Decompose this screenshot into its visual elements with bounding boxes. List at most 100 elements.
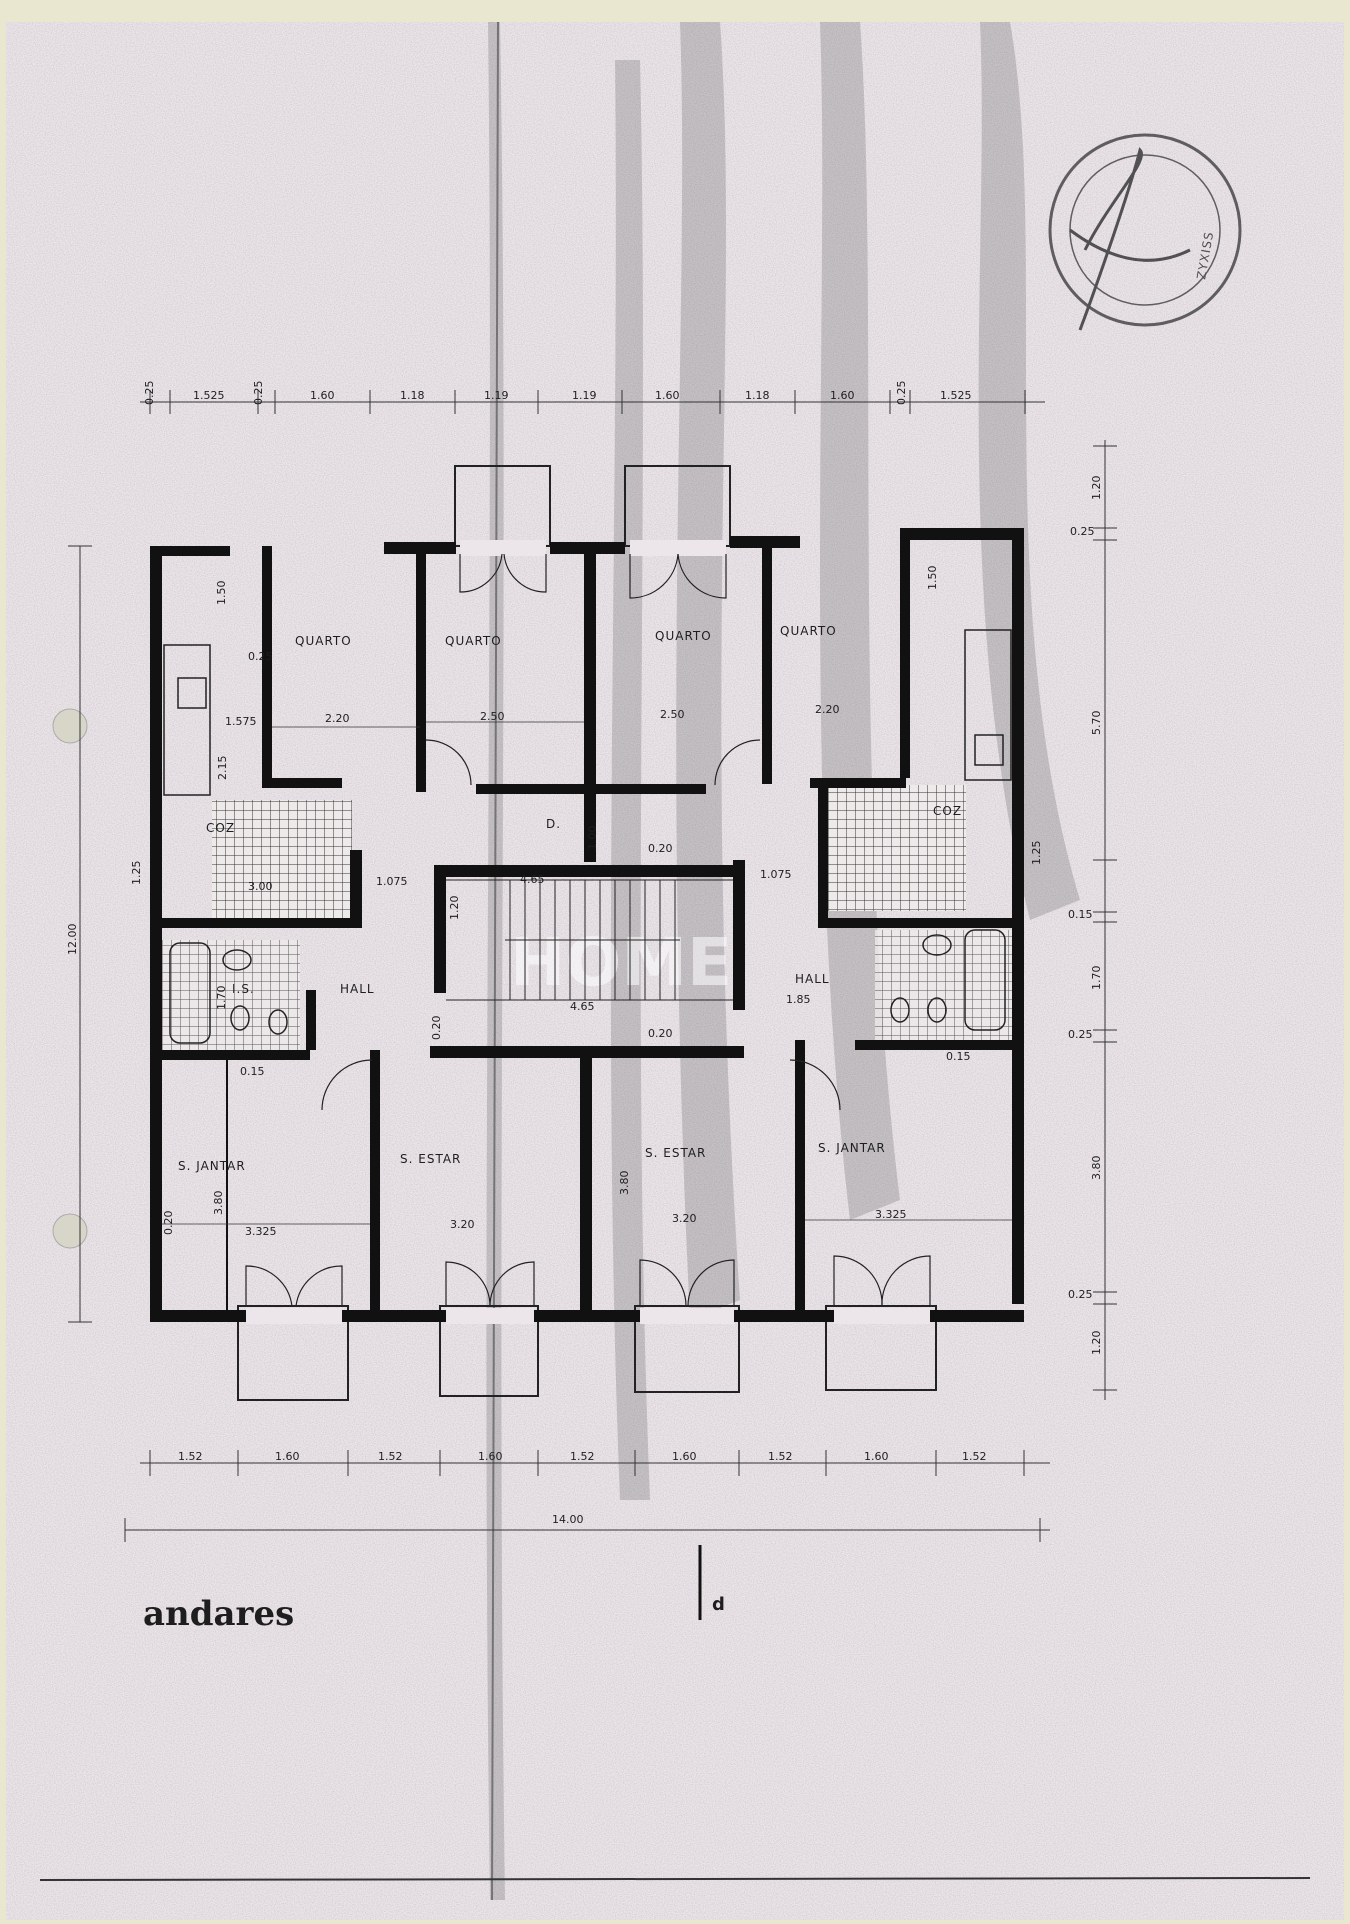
room-label-estar-1: S. ESTAR <box>400 1152 461 1166</box>
binder-hole-top <box>52 708 88 744</box>
dimension-label: 1.70 <box>1090 966 1103 991</box>
dimension-label: 1.85 <box>786 993 811 1006</box>
dimension-label: 0.20 <box>430 1016 443 1041</box>
drawing-caption: andares <box>143 1594 294 1634</box>
dimension-label: 2.50 <box>480 710 505 723</box>
fold-line <box>491 21 499 1901</box>
room-label-quarto-3: QUARTO <box>655 629 712 643</box>
dimension-label: 2.20 <box>815 703 840 716</box>
top-dimension-chain: 0.25 1.525 0.25 1.60 1.18 1.19 1.19 1.60… <box>140 381 1045 414</box>
room-label-hall-1: HALL <box>340 982 375 996</box>
dimension-label: 1.52 <box>570 1450 595 1463</box>
section-marker: d <box>698 1545 725 1620</box>
room-labels: QUARTO QUARTO QUARTO QUARTO COZ COZ HALL… <box>178 624 962 1173</box>
dimension-label: 1.075 <box>376 875 408 888</box>
room-label-estar-2: S. ESTAR <box>645 1146 706 1160</box>
top-dim-6: 1.19 <box>484 389 509 402</box>
dimension-label: 0.25 <box>1070 525 1095 538</box>
dimension-label: 0.15 <box>946 1050 971 1063</box>
tiled-floors <box>160 785 1015 1050</box>
bathroom-fixtures <box>169 929 1006 1044</box>
kitchen-counters <box>163 629 1012 796</box>
room-label-cozinha-1: COZ <box>206 821 235 835</box>
top-dim-4: 1.60 <box>310 389 335 402</box>
door-openings <box>246 540 930 1324</box>
room-label-jantar-2: S. JANTAR <box>818 1141 886 1155</box>
dimension-label: 3.20 <box>450 1218 475 1231</box>
dimension-label: 2.20 <box>325 712 350 725</box>
dimension-label: 1.60 <box>478 1450 503 1463</box>
inner-dimensions: 2.20 2.50 2.50 2.20 1.50 1.575 2.15 3.00… <box>162 566 1012 1238</box>
overall-width-dim: 14.00 <box>552 1513 584 1526</box>
dimension-label: 3.80 <box>1090 1156 1103 1181</box>
dimension-label: 1.575 <box>225 715 257 728</box>
top-dim-12: 1.525 <box>940 389 972 402</box>
room-label-despensa: D. <box>546 817 561 831</box>
dimension-label: 1.20 <box>448 896 461 921</box>
dimension-label: 3.80 <box>618 1171 631 1196</box>
dimension-label: 0.25 <box>1068 1288 1093 1301</box>
staircase <box>446 879 733 1001</box>
top-dim-9: 1.18 <box>745 389 770 402</box>
top-dim-8: 1.60 <box>655 389 680 402</box>
top-dim-1: 0.25 <box>143 381 156 406</box>
dimension-label: 0.20 <box>648 1027 673 1040</box>
dimension-label: 3.325 <box>245 1225 277 1238</box>
right-dimension-chain: 1.20 0.25 5.70 1.25 0.15 1.70 0.25 3.80 … <box>1030 440 1117 1400</box>
room-label-quarto-2: QUARTO <box>445 634 502 648</box>
dimension-label: 4.65 <box>570 1000 595 1013</box>
dimension-label: 0.25 <box>1068 1028 1093 1041</box>
binder-hole-bottom <box>52 1213 88 1249</box>
dimension-label: 1.20 <box>1090 1331 1103 1356</box>
stamp-seal: ZYXISS <box>1048 133 1242 331</box>
dimension-label: 4.65 <box>520 873 545 886</box>
dimension-label: 1.52 <box>962 1450 987 1463</box>
dimension-label: 1.075 <box>760 868 792 881</box>
bottom-balconies <box>237 1305 937 1401</box>
dimension-label: 1.50 <box>215 581 228 606</box>
dimension-label: 0.15 <box>240 1065 265 1078</box>
dimension-label: 3.325 <box>875 1208 907 1221</box>
dimension-label: 5.70 <box>1090 711 1103 736</box>
dimension-label: 3.00 <box>248 880 273 893</box>
room-label-quarto-1: QUARTO <box>295 634 352 648</box>
dimension-label: 1.00 <box>586 826 599 851</box>
top-dim-2: 1.525 <box>193 389 225 402</box>
dimension-label: 1.52 <box>378 1450 403 1463</box>
top-dim-3: 0.25 <box>252 381 265 406</box>
dimension-label: 3.80 <box>212 1191 225 1216</box>
top-dim-5: 1.18 <box>400 389 425 402</box>
room-label-wc: I.S. <box>232 982 255 996</box>
dimension-label: 0.15 <box>1068 908 1093 921</box>
dimension-label: 0.20 <box>162 1211 175 1236</box>
room-label-quarto-4: QUARTO <box>780 624 837 638</box>
top-dim-11: 0.25 <box>895 381 908 406</box>
bottom-border <box>39 1877 1311 1881</box>
walls <box>150 528 1024 1322</box>
dimension-label: 0.25 <box>248 650 273 663</box>
dimension-label: 1.70 <box>215 986 228 1011</box>
room-label-hall-2: HALL <box>795 972 830 986</box>
dimension-label: 3.20 <box>672 1212 697 1225</box>
room-label-cozinha-2: COZ <box>933 804 962 818</box>
dimension-label: 1.52 <box>768 1450 793 1463</box>
dimension-label: 1.50 <box>926 566 939 591</box>
dimension-label: 2.15 <box>216 756 229 781</box>
dimension-label: 2.50 <box>660 708 685 721</box>
dimension-label: d <box>712 1594 725 1615</box>
door-swings <box>245 553 931 1307</box>
top-dim-10: 1.60 <box>830 389 855 402</box>
dimension-label: 1.60 <box>672 1450 697 1463</box>
left-dimension: 12.00 1.25 <box>66 545 143 1323</box>
dimension-label: 1.25 <box>1030 841 1043 866</box>
overall-height-dim: 12.00 <box>66 924 79 956</box>
bottom-dimension-chain: 1.52 1.60 1.52 1.60 1.52 1.60 1.52 1.60 … <box>124 1450 1050 1542</box>
dimension-label: 1.60 <box>275 1450 300 1463</box>
dimension-label: 1.52 <box>178 1450 203 1463</box>
room-label-jantar-1: S. JANTAR <box>178 1159 246 1173</box>
dimension-label: 1.25 <box>130 861 143 886</box>
dimension-label: 0.20 <box>648 842 673 855</box>
dimension-label: 1.20 <box>1090 476 1103 501</box>
